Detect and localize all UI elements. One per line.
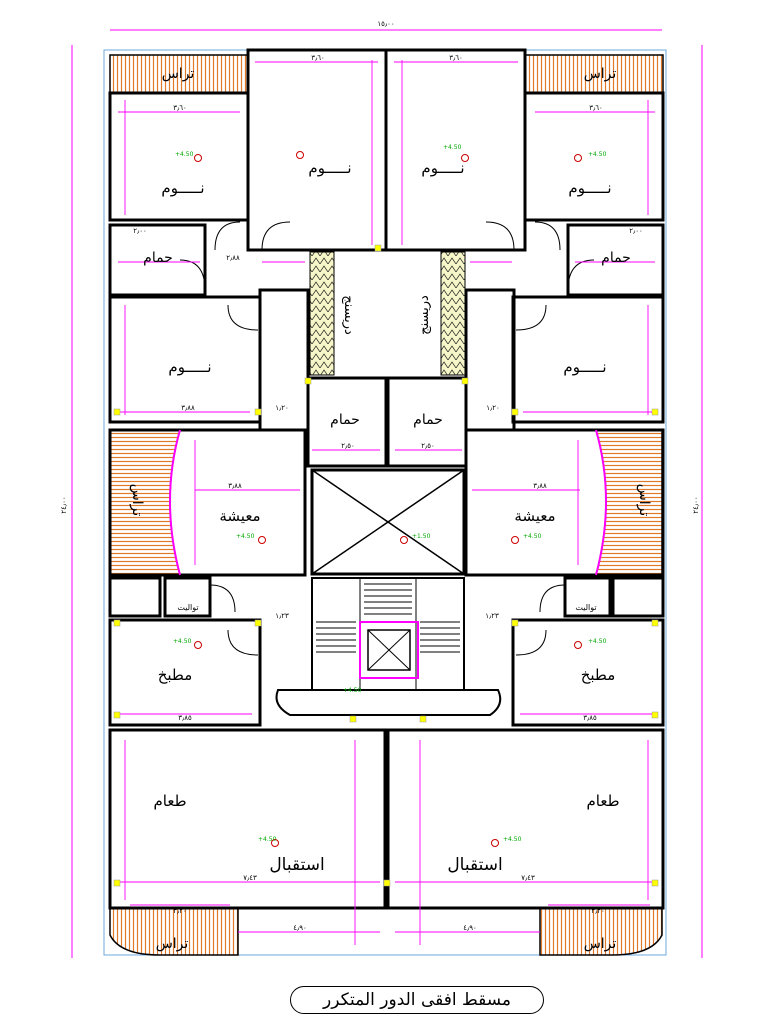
dressing-left: دريسنج: [341, 295, 356, 335]
bedroom-right-top: نـــــوم: [568, 179, 611, 197]
landing: [275, 689, 502, 716]
dim-2: ٣٫٦٠: [311, 54, 325, 62]
level-kitchen-l: +4.50: [173, 638, 192, 645]
lightwell: [310, 468, 466, 576]
kitchen-right: مطبخ: [581, 666, 616, 684]
duct-right: [440, 251, 466, 376]
level-kitchen-r: +4.50: [588, 638, 607, 645]
bedroom-right-mid: نـــــوم: [563, 358, 606, 376]
dining-right: طعام: [586, 792, 619, 810]
dim-21: ٣٫٢٠: [173, 907, 187, 915]
dim-23: ٢٫٥٠: [341, 442, 355, 450]
bath-right: حمام: [601, 250, 631, 266]
column-markers: [113, 244, 659, 887]
level-bed-l: +4.50: [175, 151, 194, 158]
dim-3: ٣٫٦٠: [449, 54, 463, 62]
level-bed-cr: +4.50: [443, 144, 462, 151]
terrace-top-left: تراس: [162, 66, 195, 82]
overall-depth-dim-right: ٢٤٫٠٠: [692, 496, 700, 513]
terrace-mid-right: تراس: [636, 484, 652, 517]
dim-19: ٤٫٩٠: [293, 924, 307, 932]
bath-center-right: حمام: [413, 412, 443, 428]
living-left: معيشة: [219, 507, 260, 525]
level-landing: +4.50: [343, 687, 362, 694]
dim-11: ٣٫٨٨: [228, 482, 242, 490]
overall-width-dim: ١٥٫٠٠: [377, 20, 394, 28]
kitchen-left: مطبخ: [158, 666, 193, 684]
dressing-right: دريسنج: [417, 295, 432, 335]
dim-17: ٧٫٤٣: [243, 874, 257, 882]
dim-7: ١٫٢٠: [275, 404, 289, 412]
drawing-caption: مسقط افقى الدور المتكرر: [290, 986, 544, 1014]
bedroom-center-left: نـــــوم: [308, 159, 351, 177]
bay-right: [595, 429, 607, 576]
bedroom-left-top: نـــــوم: [161, 179, 204, 197]
level-living-l: +4.50: [236, 533, 255, 540]
level-marks: [194, 151, 582, 847]
dim-13: ١٫٢٣: [275, 612, 289, 620]
doors: [179, 221, 595, 656]
bedroom-center-right: نـــــوم: [421, 159, 464, 177]
dim-22: ٣٫٢٠: [591, 907, 605, 915]
level-bed-r: +4.50: [588, 151, 607, 158]
bath-left: حمام: [143, 250, 173, 266]
living-right: معيشة: [514, 507, 555, 525]
dim-1: ٣٫٦٠: [173, 104, 187, 112]
level-living-r: +4.50: [523, 533, 542, 540]
dim-10: ٢٫٠٠: [629, 227, 643, 235]
staircase: [311, 577, 465, 691]
terrace-bottom-right: تراس: [584, 936, 617, 952]
interior-dimension-lines: [118, 60, 655, 945]
walls: [108, 48, 665, 910]
bay-left: [169, 429, 181, 576]
dim-12: ٣٫٨٨: [533, 482, 547, 490]
dining-left: طعام: [153, 792, 186, 810]
level-lightwell: +1.50: [412, 533, 431, 540]
reception-right: استقبال: [447, 855, 502, 875]
toilet-left: تواليت: [177, 603, 198, 612]
bedroom-left-mid: نـــــوم: [168, 358, 211, 376]
overall-depth-dim-left: ٢٤٫٠٠: [60, 496, 68, 513]
dim-5: ٢٫٨٨: [226, 254, 240, 262]
level-reception-r: +4.50: [503, 836, 522, 843]
dim-4: ٣٫٦٠: [589, 104, 603, 112]
dim-16: ٣٫٨٥: [583, 714, 597, 722]
reception-left: استقبال: [269, 855, 324, 875]
terrace-mid-left: تراس: [129, 484, 145, 517]
dim-6: ٣٫٨٨: [181, 404, 195, 412]
dim-15: ٣٫٨٥: [178, 714, 192, 722]
duct-left: [309, 251, 335, 376]
overall-dimension-lines: [71, 29, 703, 958]
terrace-top-right: تراس: [584, 66, 617, 82]
bath-center-left: حمام: [330, 412, 360, 428]
dim-8: ١٫٢٠: [486, 404, 500, 412]
toilet-right: تواليت: [575, 603, 596, 612]
dim-14: ١٫٢٣: [485, 612, 499, 620]
dim-18: ٧٫٤٣: [521, 874, 535, 882]
dim-9: ٢٫٠٠: [133, 227, 147, 235]
dim-20: ٤٫٩٠: [463, 924, 477, 932]
terrace-bottom-left: تراس: [156, 936, 189, 952]
dim-24: ٢٫٥٠: [421, 442, 435, 450]
elevator: [359, 621, 419, 679]
level-reception-l: +4.50: [258, 836, 277, 843]
